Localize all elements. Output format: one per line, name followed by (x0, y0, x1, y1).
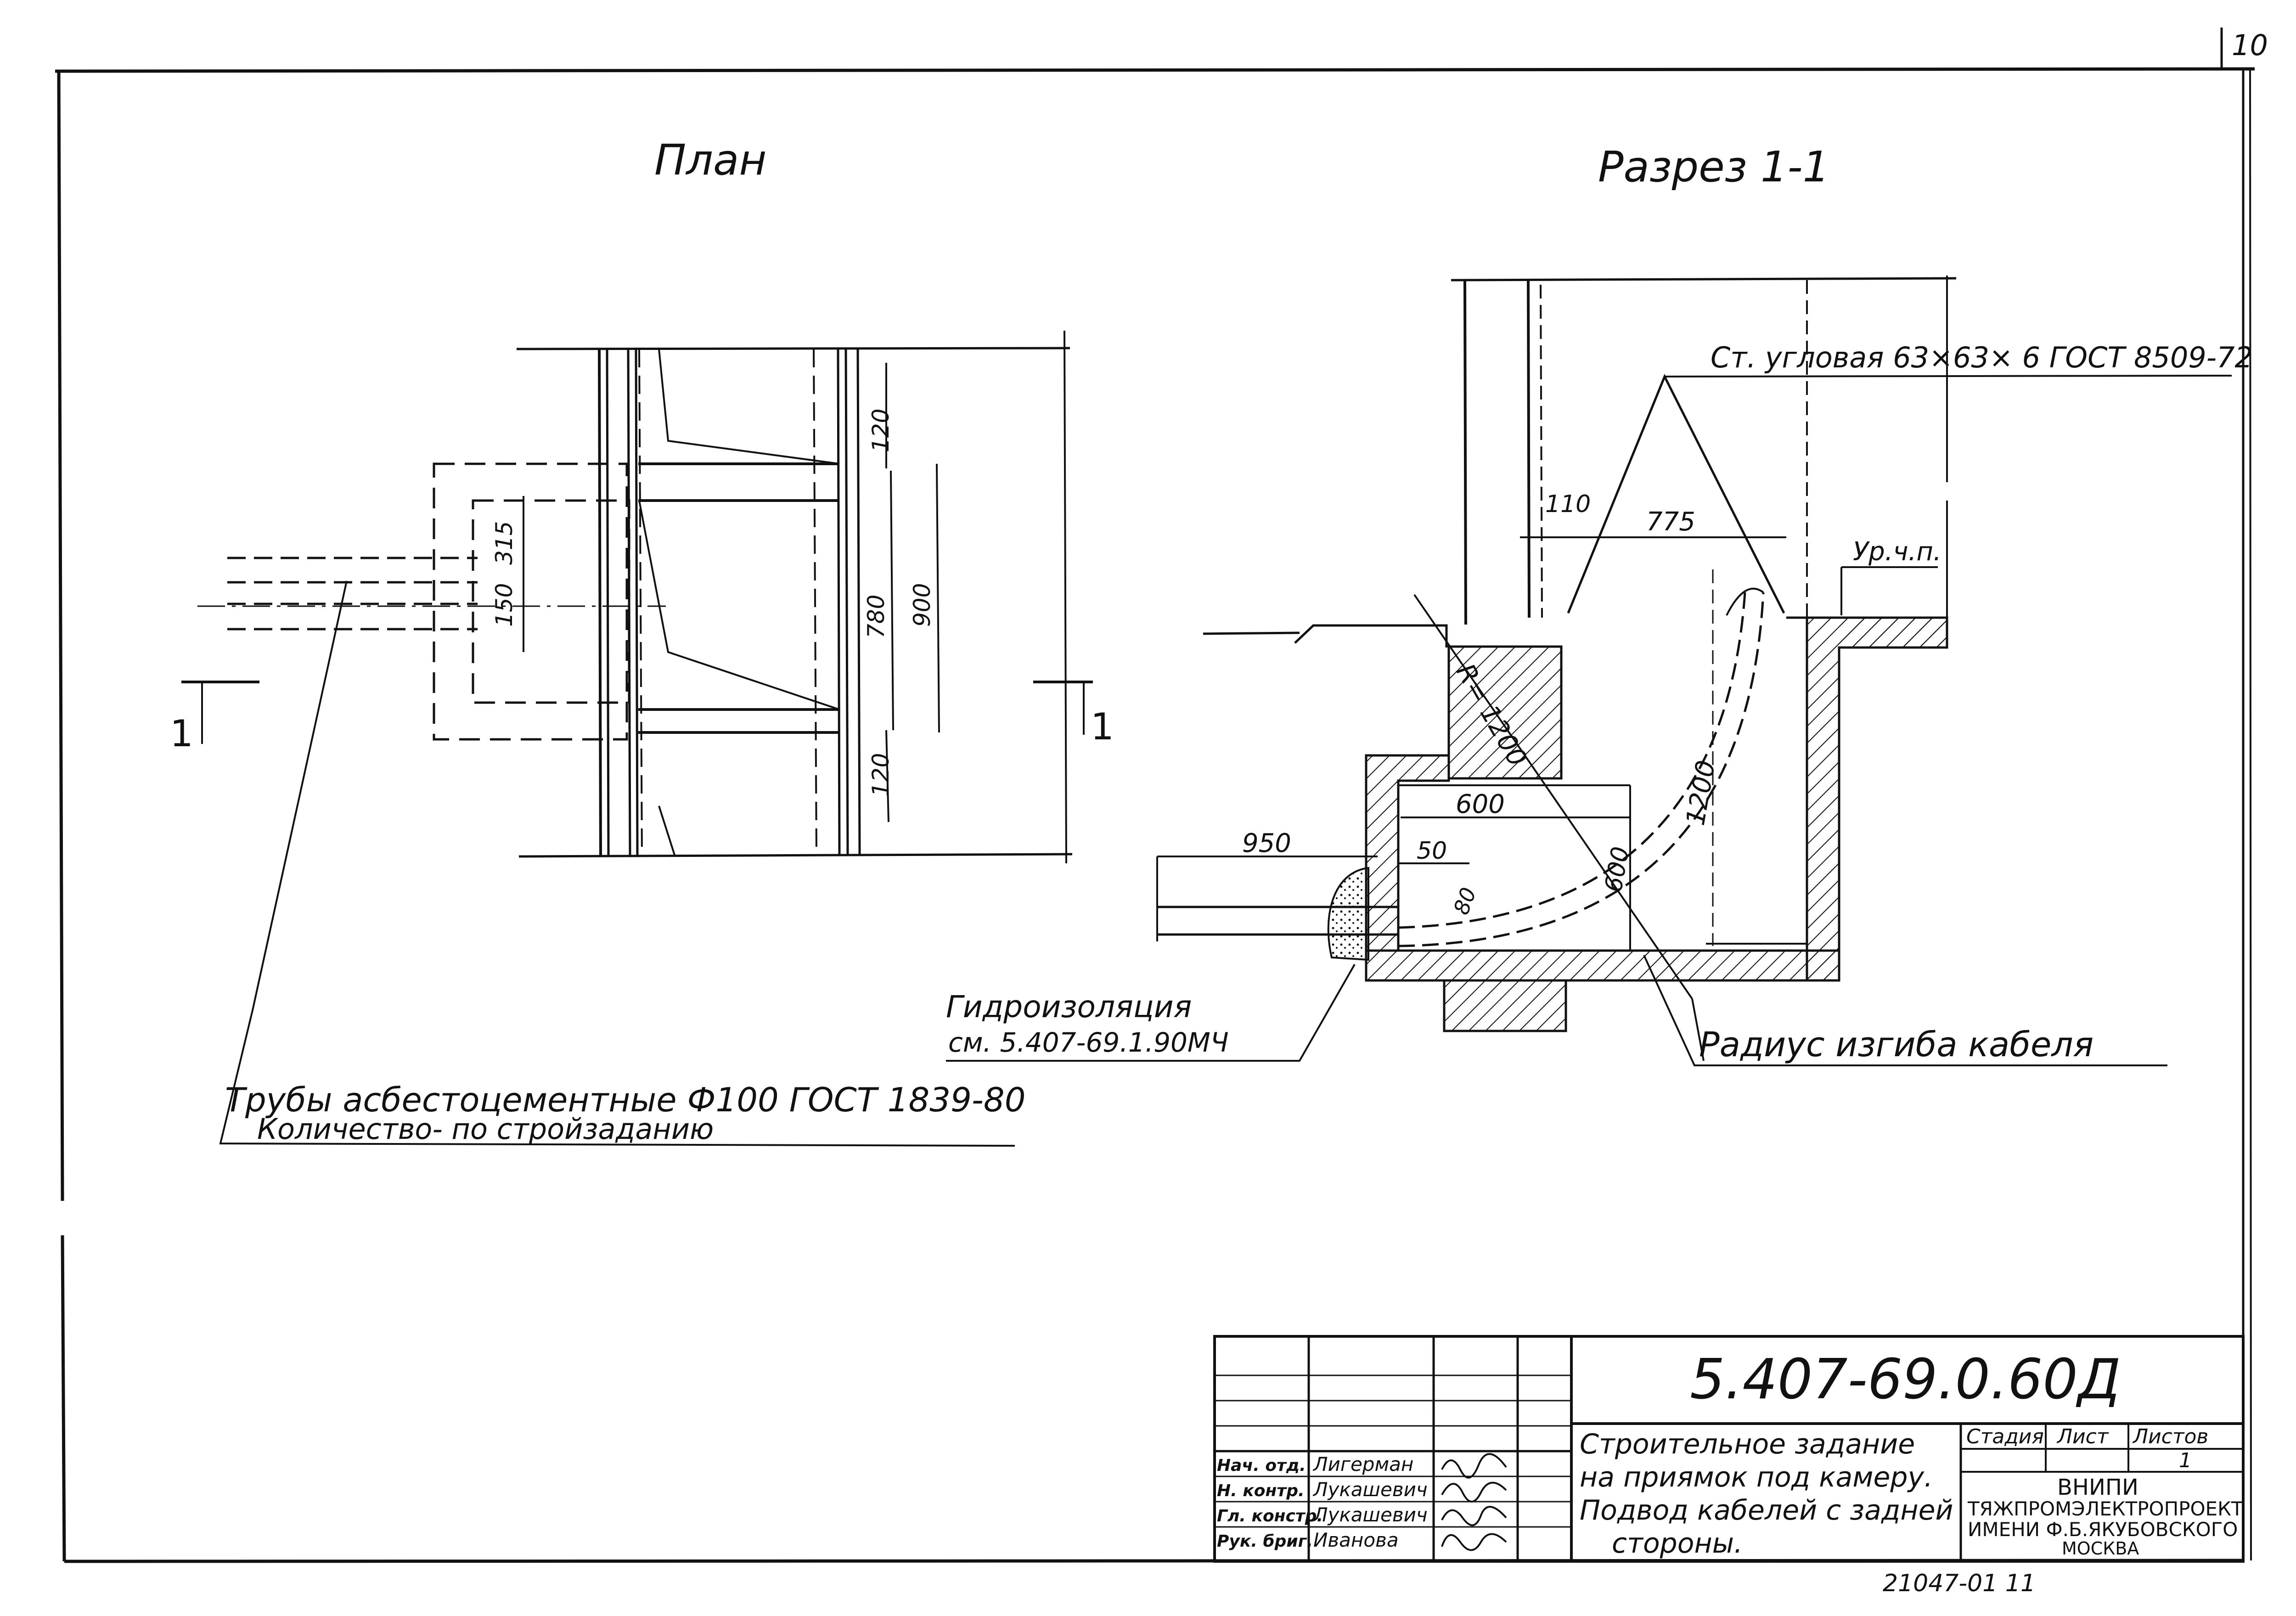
signer-role-4: Рук. бриг. (1217, 1532, 1313, 1551)
signatures (1441, 1453, 1507, 1551)
waterproof-label: Гидроизоляция (946, 989, 1192, 1025)
description-line3: Подвод кабелей с задней (1580, 1494, 1953, 1526)
sheets-header: Листов (2132, 1425, 2208, 1448)
waterproof-ref: см. 5.407-69.1.90МЧ (948, 1027, 1229, 1058)
plan-dim-120-top: 120 (867, 409, 894, 452)
org-line1: ВНИПИ (2057, 1475, 2138, 1500)
signer-name-2: Лукашевич (1312, 1478, 1428, 1501)
dim-50: 50 (1417, 837, 1447, 865)
dim-775: 775 (1646, 507, 1695, 537)
bend-radius-label: Радиус изгиба кабеля (1699, 1025, 2093, 1064)
sheet-header: Лист (2056, 1425, 2109, 1448)
section-view: Разрез 1-1 Ст. угловая 63×63× 6 ГОСТ 850… (946, 142, 2253, 1066)
pipes-note: Трубы асбестоцементные Ф100 ГОСТ 1839-80… (225, 1081, 1026, 1146)
plan-dim-120-bottom: 120 (867, 753, 894, 797)
plan-dim-780: 780 (863, 595, 889, 638)
description-line1: Строительное задание (1580, 1428, 1915, 1460)
signer-role-1: Нач. отд. (1217, 1456, 1306, 1475)
plan-title: План (654, 135, 767, 185)
org-line3: ИМЕНИ Ф.Б.ЯКУБОВСКОГО (1968, 1518, 2238, 1541)
org-line2: ТЯЖПРОМЭЛЕКТРОПРОЕКТ (1967, 1498, 2243, 1520)
dim-600-horizontal: 600 (1456, 789, 1505, 819)
description-line2: на приямок под камеру. (1580, 1461, 1933, 1493)
stage-header: Стадия (1966, 1425, 2044, 1448)
plan-dim-150: 150 (491, 583, 518, 627)
plan-view: План (170, 135, 1114, 1147)
org-line4: МОСКВА (2062, 1538, 2139, 1559)
signer-role-2: Н. контр. (1217, 1481, 1305, 1500)
section-title: Разрез 1-1 (1598, 142, 1829, 191)
plan-dim-315: 315 (491, 521, 518, 565)
stamp-number: 21047-01 11 (1883, 1570, 2036, 1597)
level-label: Ур.ч.п. (1853, 537, 1941, 567)
pipes-note-line2: Количество- по стройзаданию (257, 1112, 714, 1146)
plan-section-marker-left: 1 (170, 712, 193, 755)
pipes-note-line1: Трубы асбестоцементные Ф100 ГОСТ 1839-80 (225, 1081, 1026, 1119)
plan-dim-900: 900 (909, 583, 935, 627)
description-line4: стороны. (1612, 1527, 1743, 1560)
dim-950: 950 (1242, 828, 1291, 858)
plan-section-marker-right: 1 (1091, 705, 1114, 748)
dim-1200: 1200 (1681, 758, 1722, 828)
signer-name-4: Иванова (1313, 1529, 1399, 1551)
dim-110: 110 (1545, 490, 1591, 518)
drawing-code: 5.407-69.0.60Д (1690, 1348, 2121, 1412)
title-block: 5.407-69.0.60Д Строительное задание на п… (1213, 1335, 2245, 1563)
sheet-frame (55, 28, 2255, 1563)
angle-steel-label: Ст. угловая 63×63× 6 ГОСТ 8509-72 (1711, 341, 2253, 374)
dim-80: 80 (1449, 884, 1481, 918)
signer-name-1: Лигерман (1312, 1453, 1413, 1475)
signer-role-3: Гл. констр. (1217, 1507, 1323, 1526)
signer-name-3: Лукашевич (1312, 1503, 1428, 1526)
sheets-value: 1 (2179, 1449, 2192, 1472)
page-number: 10 (2232, 28, 2268, 62)
